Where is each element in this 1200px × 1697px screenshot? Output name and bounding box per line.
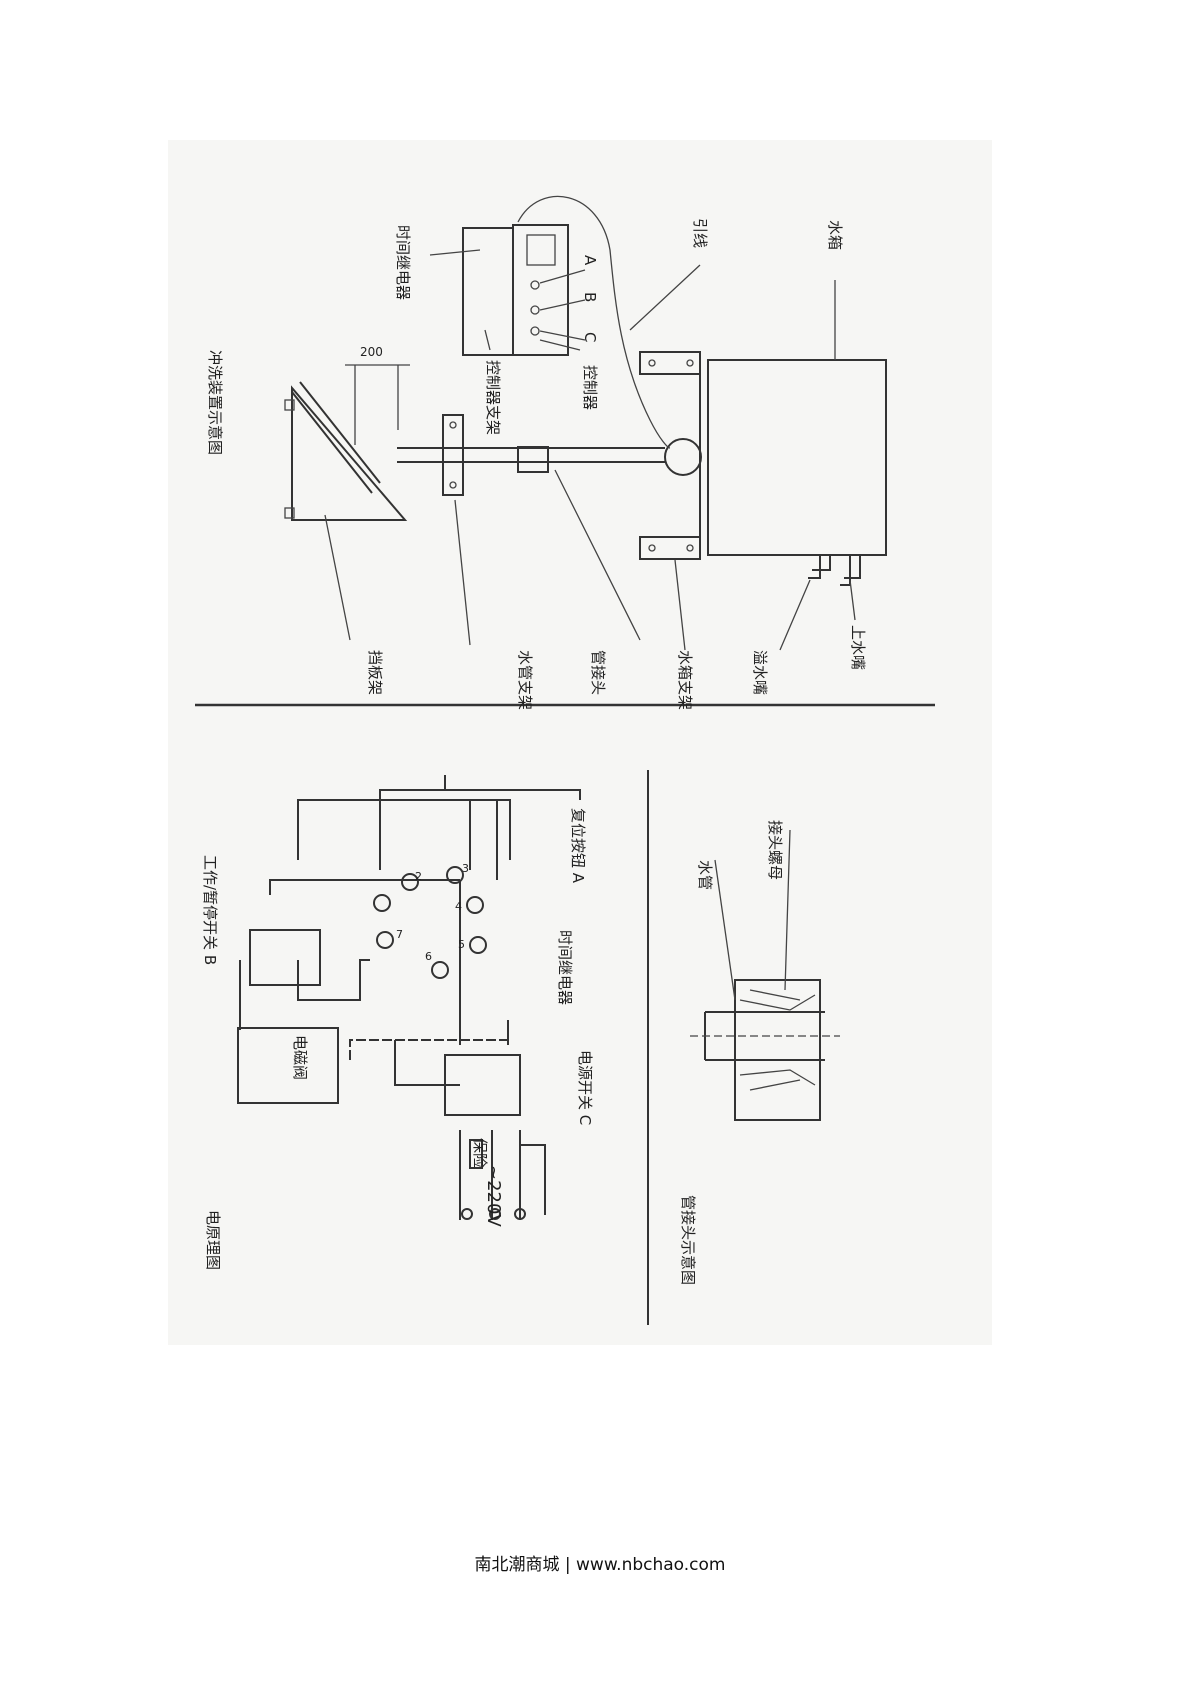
label-voltage: ~220V [483, 1165, 504, 1227]
label-tank-bracket: 水箱支架 [676, 650, 694, 710]
label-controller-bracket: 控制器支架 [484, 360, 502, 435]
label-pipe-joint: 管接头 [589, 650, 607, 695]
label-controller: 控制器 [581, 365, 599, 410]
terminal-4: 4 [455, 900, 462, 913]
top-diagram-title: 冲洗装置示意图 [206, 350, 224, 455]
label-fuse: 保险 [471, 1138, 489, 1168]
label-button-a: A [581, 255, 599, 266]
label-circuit-timer-relay: 时间继电器 [556, 930, 574, 1005]
terminal-7: 7 [396, 928, 403, 941]
power-switch-box [444, 1054, 521, 1116]
label-lead-wire: 引线 [691, 218, 709, 248]
fuse [469, 1139, 483, 1169]
joint-diagram-title: 管接头示意图 [679, 1195, 697, 1285]
label-pipe-bracket: 水管支架 [516, 650, 534, 710]
terminal-2: 2 [415, 870, 422, 883]
controller-box [462, 224, 586, 356]
leader-lines [324, 249, 856, 651]
footer-watermark: 南北潮商城 | www.nbchao.com [474, 1555, 726, 1575]
label-baffle-frame: 挡板架 [366, 650, 384, 695]
pipe-joint-section [690, 829, 840, 1121]
lead-wire [517, 195, 671, 449]
label-solenoid-valve: 电磁阀 [291, 1035, 309, 1080]
water-tank [639, 351, 887, 560]
label-button-b: B [581, 292, 599, 302]
circuit-diagram-title: 电原理图 [204, 1210, 222, 1270]
label-reset-button: 复位按钮 A [569, 808, 587, 884]
label-power-switch: 电源开关 C [576, 1050, 594, 1125]
label-overflow-nozzle: 溢水嘴 [751, 650, 769, 695]
scanned-sheet [168, 140, 992, 1345]
terminal-6: 6 [425, 950, 432, 963]
label-dimension: 200 [360, 345, 383, 359]
solenoid-valve-box [237, 1027, 339, 1104]
baffle-frame [284, 364, 410, 521]
label-button-c: C [581, 332, 599, 342]
pipe [397, 414, 702, 496]
terminal-3: 3 [462, 862, 469, 875]
relay-terminals [373, 866, 487, 979]
label-inlet-nozzle: 上水嘴 [849, 625, 867, 670]
label-water-tank: 水箱 [826, 220, 844, 250]
label-joint-nut: 接头螺母 [766, 820, 784, 880]
work-pause-switch-box [249, 929, 321, 986]
power-terminals [461, 1208, 526, 1220]
label-pipe: 水管 [696, 860, 714, 890]
label-timer-relay: 时间继电器 [394, 225, 412, 300]
label-work-pause-switch: 工作/暂停开关 B [201, 855, 219, 965]
terminal-5: 5 [458, 938, 465, 951]
circuit-wires [239, 775, 581, 1220]
